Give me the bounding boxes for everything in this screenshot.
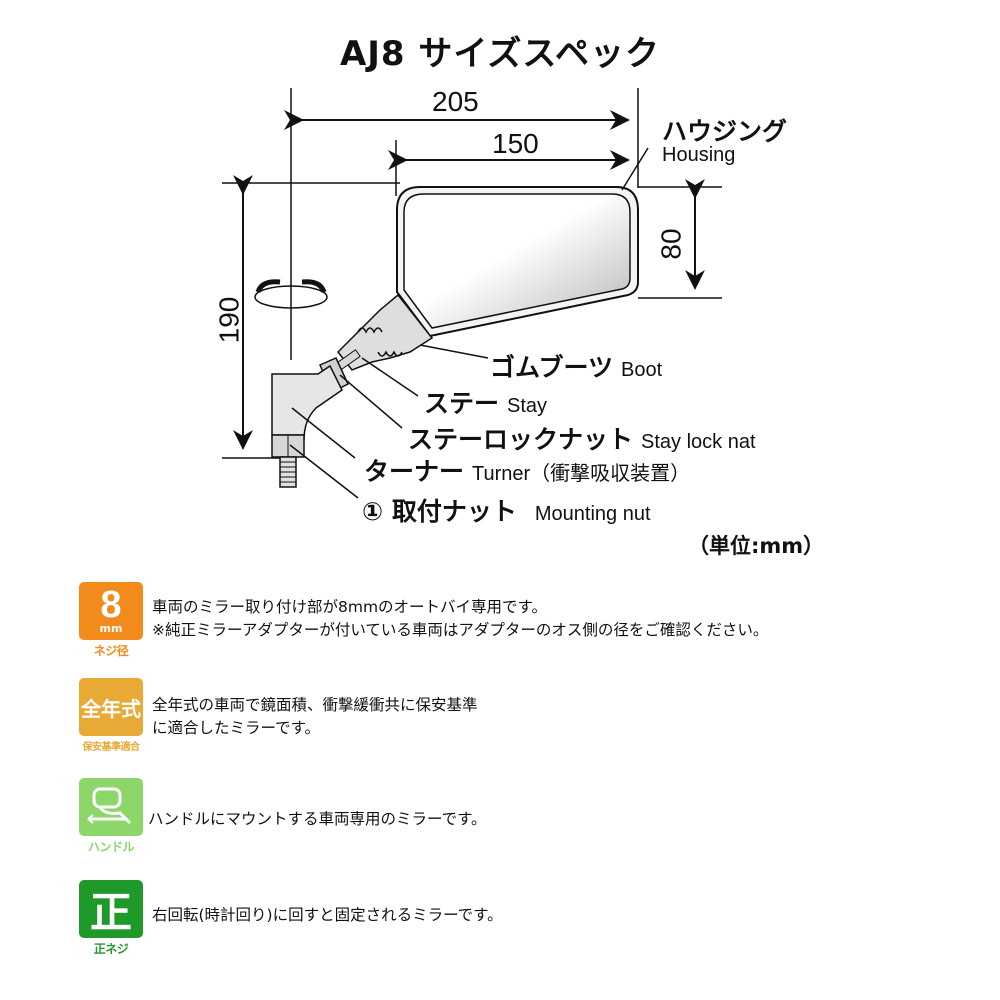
safety-standard-badge: 全年式 保安基準適合 — [78, 678, 144, 753]
thread-size-badge-box: 8 mm — [79, 582, 143, 640]
right-thread-badge-box: 正 — [79, 880, 143, 938]
feature-line: に適合したミラーです。 — [152, 719, 321, 737]
feature-handlebar-mount: ハンドル ハンドルにマウントする車両専用のミラーです。 — [78, 778, 487, 855]
boot-label-en: Boot — [621, 359, 663, 381]
feature-description: 車両のミラー取り付け部が8mmのオートバイ専用です。 ※純正ミラーアダプターが付… — [152, 596, 768, 642]
badge-caption: ネジ径 — [93, 644, 129, 658]
feature-safety-standard: 全年式 保安基準適合 全年式の車両で鏡面積、衝撃緩衝共に保安基準 に適合したミラ… — [78, 678, 478, 753]
stay-lock-nut-label-en: Stay lock nat — [641, 431, 756, 453]
safety-standard-badge-box: 全年式 — [79, 678, 143, 736]
stay-label: ステー Stay — [424, 384, 547, 420]
overall-width-dimension: 205 — [432, 86, 479, 117]
feature-line: ※純正ミラーアダプターが付いている車両はアダプターのオス側の径をご確認ください。 — [152, 621, 769, 639]
mounting-nut-label: ① 取付ナット Mounting nut — [362, 492, 651, 528]
stay-label-jp: ステー — [424, 389, 500, 418]
page-title: AJ8 サイズスペック — [339, 34, 661, 74]
stay-label-en: Stay — [507, 395, 548, 417]
mounting-nut-label-jp: ① 取付ナット — [362, 497, 517, 526]
handlebar-mirror-icon — [79, 778, 143, 836]
badge-caption: 保安基準適合 — [82, 742, 141, 753]
turner-label-en: Turner（衝撃吸収装置） — [472, 463, 691, 485]
feature-line: 右回転(時計回り)に回すと固定されるミラーです。 — [152, 906, 503, 924]
mirror-dimension-diagram — [222, 88, 722, 499]
unit-note: （単位:mm） — [688, 534, 825, 558]
right-thread-badge: 正 正ネジ — [78, 880, 144, 957]
overall-height-dimension: 190 — [213, 296, 245, 344]
mirror-height-dimension: 80 — [655, 228, 687, 260]
badge-main-text: 正 — [89, 887, 132, 937]
housing-label-jp: ハウジング — [662, 117, 788, 146]
handlebar-badge: ハンドル — [78, 778, 144, 855]
feature-line: 全年式の車両で鏡面積、衝撃緩衝共に保安基準 — [152, 696, 478, 714]
mirror-width-dimension: 150 — [492, 128, 539, 159]
badge-caption: ハンドル — [87, 840, 135, 854]
boot-label-jp: ゴムブーツ — [490, 353, 614, 382]
feature-description: ハンドルにマウントする車両専用のミラーです。 — [148, 808, 487, 831]
feature-8mm-thread: 8 mm ネジ径 車両のミラー取り付け部が8mmのオートバイ専用です。 ※純正ミ… — [78, 582, 768, 659]
stay-lock-nut-label: ステーロックナット Stay lock nat — [408, 420, 756, 456]
turner-label: ターナー Turner（衝撃吸収装置） — [364, 452, 690, 488]
feature-description: 右回転(時計回り)に回すと固定されるミラーです。 — [152, 904, 503, 927]
badge-number: 8 — [100, 584, 122, 626]
feature-description: 全年式の車両で鏡面積、衝撃緩衝共に保安基準 に適合したミラーです。 — [152, 694, 478, 740]
feature-right-hand-thread: 正 正ネジ 右回転(時計回り)に回すと固定されるミラーです。 — [78, 880, 503, 957]
badge-unit: mm — [99, 622, 123, 635]
boot-label: ゴムブーツ Boot — [490, 348, 662, 384]
mounting-nut-label-en: Mounting nut — [534, 503, 651, 525]
stay-lock-nut-label-jp: ステーロックナット — [408, 425, 634, 454]
feature-line: ハンドルにマウントする車両専用のミラーです。 — [148, 810, 487, 828]
badge-main-text: 全年式 — [81, 696, 141, 721]
badge-caption: 正ネジ — [93, 942, 129, 956]
feature-line: 車両のミラー取り付け部が8mmのオートバイ専用です。 — [152, 598, 548, 616]
thread-size-badge: 8 mm ネジ径 — [78, 582, 144, 659]
housing-label-en: Housing — [662, 144, 736, 166]
turner-label-jp: ターナー — [364, 457, 465, 486]
